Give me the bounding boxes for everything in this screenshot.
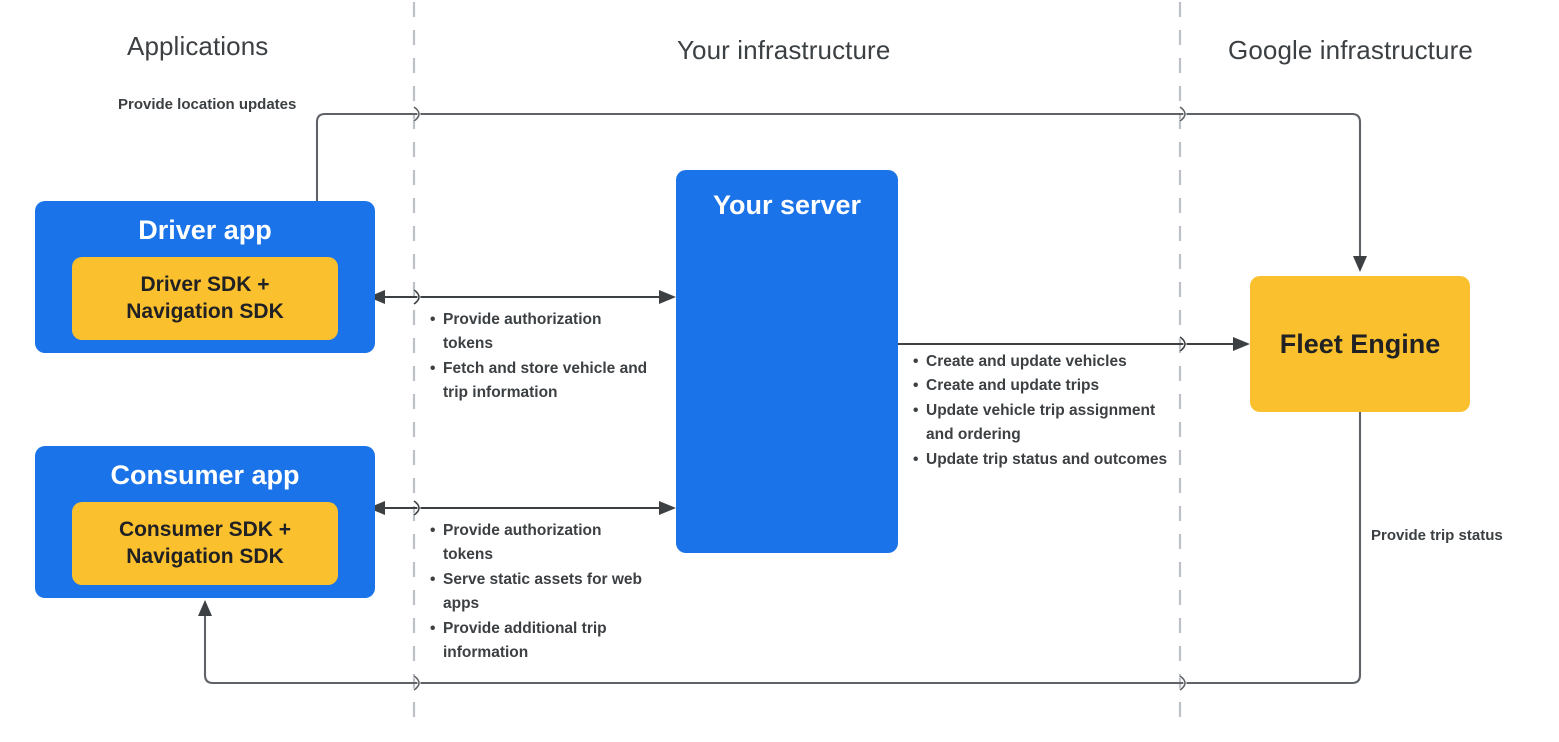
driver-sdk-box: Driver SDK + Navigation SDK <box>72 257 338 340</box>
edge-driver-server <box>368 288 676 306</box>
your-server-title: Your server <box>712 190 862 220</box>
bullet-item: Update vehicle trip assignment and order… <box>913 399 1173 448</box>
consumer-sdk-box: Consumer SDK + Navigation SDK <box>72 502 338 585</box>
edge-label-location-updates: Provide location updates <box>118 96 297 113</box>
fleet-engine-title: Fleet Engine <box>1279 328 1441 359</box>
edge-list-consumer-server: Provide authorization tokensServe static… <box>430 519 655 666</box>
column-header-applications: Applications <box>127 31 269 61</box>
driver-sdk-line-2: Navigation SDK <box>126 299 284 323</box>
driver-sdk-line-1: Driver SDK + <box>140 272 270 296</box>
bullet-item: Provide authorization tokens <box>430 308 655 357</box>
consumer-app-title: Consumer app <box>110 460 300 490</box>
node-your-server: Your server <box>676 170 898 553</box>
edge-list-server-fleet-engine: Create and update vehiclesCreate and upd… <box>913 350 1173 473</box>
node-consumer-app: Consumer app Consumer SDK + Navigation S… <box>35 446 375 598</box>
edge-consumer-server <box>368 499 676 517</box>
edge-label-trip-status: Provide trip status <box>1371 527 1503 544</box>
edge-server-fleet-engine <box>898 335 1250 353</box>
column-header-google-infrastructure: Google infrastructure <box>1228 35 1473 65</box>
edge-list-driver-server: Provide authorization tokensFetch and st… <box>430 308 655 406</box>
bullet-item: Provide additional trip information <box>430 617 655 666</box>
driver-app-title: Driver app <box>138 215 272 245</box>
bullet-item: Serve static assets for web apps <box>430 568 655 617</box>
column-header-your-infrastructure: Your infrastructure <box>677 35 891 65</box>
bullet-item: Create and update trips <box>913 374 1173 399</box>
bullet-item: Create and update vehicles <box>913 350 1173 375</box>
consumer-sdk-line-1: Consumer SDK + <box>118 517 292 541</box>
bullet-item: Update trip status and outcomes <box>913 448 1173 473</box>
bullet-item: Provide authorization tokens <box>430 519 655 568</box>
node-fleet-engine: Fleet Engine <box>1250 276 1470 412</box>
consumer-sdk-line-2: Navigation SDK <box>126 544 284 568</box>
node-driver-app: Driver app Driver SDK + Navigation SDK <box>35 201 375 353</box>
bullet-item: Fetch and store vehicle and trip informa… <box>430 357 655 406</box>
